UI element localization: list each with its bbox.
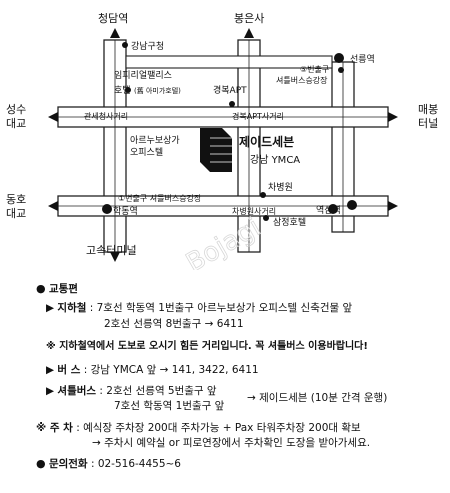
- label-arnouveau: 아르누보상가: [130, 135, 180, 146]
- label-hakdong-exit: ①번출구 셔틀버스승강장: [118, 193, 202, 203]
- label-express-terminal: 고속터미널: [86, 244, 137, 257]
- label-seolleung-exit: ⑤번출구: [300, 64, 329, 74]
- shuttle-destination: → 제이드세븐 (10분 간격 운행): [247, 392, 388, 404]
- label-gangnam-ymca: 강남 YMCA: [250, 154, 300, 166]
- label-samjeong: 삼정호텔: [273, 216, 306, 228]
- label-seolleung: 선릉역: [350, 54, 375, 65]
- traffic-title-row: ● 교통편: [36, 282, 78, 296]
- label-kwanse: 관세청사거리: [84, 111, 128, 121]
- phone-value: : 02-516-4455~6: [90, 458, 181, 470]
- subway-markers: [102, 42, 357, 221]
- shuttle-row: ▶ 셔틀버스 : 2호선 선릉역 5번출구 앞: [46, 385, 217, 398]
- subway-label: 지하철: [57, 302, 87, 314]
- label-maebong: 매봉: [418, 103, 438, 116]
- label-yeoksam: 역삼역: [316, 205, 341, 216]
- triangle-icon: ▶: [46, 385, 55, 397]
- traffic-title: 교통편: [48, 283, 78, 295]
- subway-line1: : 7호선 학동역 1번출구 아르누보상가 오피스텔 신축건물 앞: [89, 302, 353, 314]
- phone-row: ● 문의전화 : 02-516-4455~6: [36, 457, 181, 471]
- label-chabyongwon: 차병원: [268, 181, 293, 193]
- bus-row: ▶ 버 스 : 강남 YMCA 앞 → 141, 3422, 6411: [46, 364, 259, 377]
- bus-line: : 강남 YMCA 앞 → 141, 3422, 6411: [83, 364, 259, 376]
- location-map: Bojagi 청담역 봉은사 강남구청 임피리얼팰리스 호텔 (舊 아미가호텔)…: [6, 12, 438, 270]
- road-arrows: [48, 28, 398, 262]
- label-dongho-bridge: 대교: [6, 207, 26, 220]
- bus-label: 버 스: [57, 364, 81, 376]
- shuttle-line1: : 2호선 선릉역 5번출구 앞: [99, 385, 217, 397]
- station-bongeunsa: 봉은사: [234, 12, 264, 25]
- subway-line2: 2호선 선릉역 8번출구 → 6411: [104, 318, 244, 330]
- directions-info: ● 교통편 ▶ 지하철 : 7호선 학동역 1번출구 아르누보상가 오피스텔 신…: [0, 270, 450, 493]
- label-jade-seven: 제이드세븐: [239, 134, 294, 149]
- shuttle-line2: 7호선 학동역 1번출구 앞: [114, 400, 225, 412]
- subway-row: ▶ 지하철 : 7호선 학동역 1번출구 아르누보상가 오피스텔 신축건물 앞: [46, 302, 352, 315]
- watermark: Bojagi: [181, 212, 266, 270]
- bullet-icon: ●: [36, 457, 46, 470]
- station-cheongdam: 청담역: [98, 12, 128, 25]
- bullet-icon: ●: [36, 282, 46, 295]
- label-chabyongwon-cross: 차병원사거리: [232, 207, 276, 216]
- label-arnouveau-office: 오피스텔: [130, 146, 163, 158]
- triangle-icon: ▶: [46, 302, 55, 314]
- label-gangnam-office: 강남구청: [131, 41, 164, 52]
- triangle-icon: ▶: [46, 364, 55, 376]
- label-seolleung-shuttle: 셔틀버스승강장: [276, 75, 328, 85]
- label-imperial: 임피리얼팰리스: [114, 69, 172, 81]
- label-imperial-hotel: 호텔: [114, 84, 131, 96]
- label-imperial-amiga: (舊 아미가호텔): [134, 86, 181, 95]
- parking-label: ※ 주 차: [36, 422, 73, 434]
- label-gyeongbok-cross: 경복APT사거리: [232, 111, 284, 121]
- label-dongho: 동호: [6, 193, 26, 206]
- label-tunnel: 터널: [418, 117, 438, 130]
- label-seongsu-bridge: 대교: [6, 117, 26, 130]
- parking-row: ※ 주 차 : 예식장 주차장 200대 주차가능 + Pax 타워주차장 20…: [36, 422, 361, 435]
- label-hakdong: 학동역: [113, 206, 138, 217]
- label-seongsu: 성수: [6, 103, 26, 116]
- parking-line2: → 주차시 예약실 or 피로연장에서 주차확인 도장을 받아가세요.: [92, 437, 371, 449]
- shuttle-label: 셔틀버스: [57, 385, 97, 397]
- building-icon: [200, 128, 232, 172]
- label-gyeongbok-apt: 경복APT: [213, 84, 247, 96]
- phone-label: 문의전화: [48, 458, 88, 470]
- parking-line1: : 예식장 주차장 200대 주차가능 + Pax 타워주차장 200대 확보: [76, 422, 361, 434]
- notice: ※ 지하철역에서 도보로 오시기 힘든 거리입니다. 꼭 셔틀버스 이용바랍니다…: [46, 341, 368, 352]
